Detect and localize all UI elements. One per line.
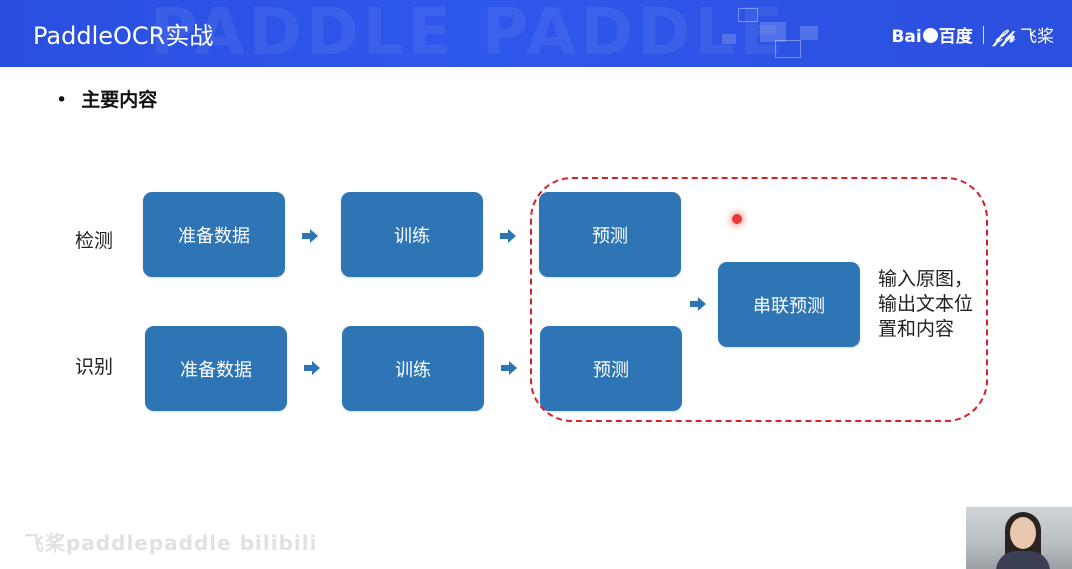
arrow-right-icon (302, 229, 318, 243)
row-label-recognition: 识别 (75, 356, 114, 378)
section-heading-text: 主要内容 (81, 89, 158, 111)
brand-logos: Bai 百度 𝒻𝓅 飞桨 (891, 22, 1054, 47)
output-description: 输入原图，输出文本位置和内容 (878, 268, 974, 340)
arrow-right-icon (304, 361, 320, 375)
laser-pointer (732, 214, 742, 224)
paw-icon (922, 27, 938, 43)
merged-predict-box: 串联预测 (718, 262, 860, 347)
det-train-box: 训练 (341, 192, 483, 277)
page-title: PaddleOCR实战 (33, 22, 214, 50)
decor-square (760, 22, 786, 42)
paddle-logo: 𝒻𝓅 飞桨 (994, 22, 1054, 47)
section-heading: • 主要内容 (56, 85, 157, 112)
bullet-icon: • (56, 89, 68, 111)
webcam-body (996, 551, 1050, 569)
webcam-face (1010, 517, 1036, 549)
header-bar: PADDLE PADDLE PaddleOCR实战 Bai 百度 𝒻𝓅 飞桨 (0, 0, 1072, 67)
decor-square (800, 26, 818, 40)
decor-square (775, 40, 801, 58)
header-watermark: PADDLE PADDLE (150, 0, 787, 67)
decor-square (722, 34, 736, 44)
paddle-mark-icon: 𝒻𝓅 (993, 26, 1015, 47)
det-prepare-data-box: 准备数据 (143, 192, 285, 277)
rec-prepare-data-box: 准备数据 (145, 326, 287, 411)
brand-divider (982, 25, 984, 44)
prediction-group-outline (530, 177, 988, 422)
baidu-logo-text: Bai (891, 27, 922, 47)
arrow-right-icon (500, 229, 516, 243)
footer-watermark: 飞桨paddlepaddle bilibili (24, 531, 318, 555)
baidu-logo: Bai 百度 (891, 22, 972, 47)
baidu-logo-cn: 百度 (938, 27, 973, 47)
arrow-right-icon (690, 297, 706, 311)
row-label-detection: 检测 (75, 230, 114, 252)
rec-train-box: 训练 (342, 326, 484, 411)
presenter-webcam (966, 507, 1072, 569)
arrow-right-icon (501, 361, 517, 375)
decor-square (738, 8, 758, 22)
paddle-logo-text: 飞桨 (1020, 27, 1054, 47)
